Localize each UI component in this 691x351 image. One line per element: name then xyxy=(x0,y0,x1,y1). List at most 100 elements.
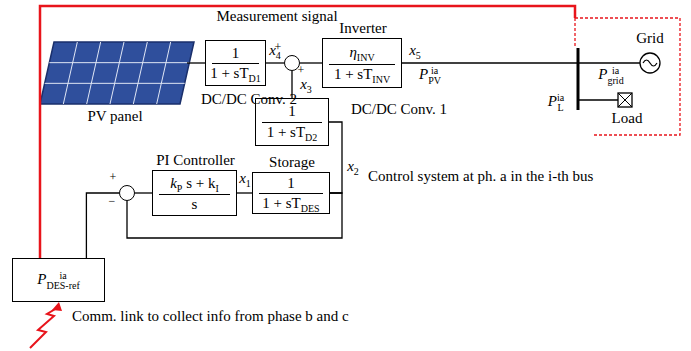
text-line: 1 + sTDES xyxy=(253,195,329,217)
block-text: P xyxy=(177,183,183,194)
load-symbol xyxy=(618,93,632,107)
text-line: + xyxy=(108,171,118,184)
label: Measurement signal xyxy=(212,8,342,25)
bus-bar xyxy=(577,48,580,110)
label-text: PV panel xyxy=(87,108,142,124)
label: Piagrid xyxy=(586,66,636,86)
fraction-bar xyxy=(159,194,230,195)
text-line: 1 + sTD2 xyxy=(256,124,328,146)
block-text: 1 + sT xyxy=(267,124,305,140)
block-text: k xyxy=(170,175,177,191)
label-text: x xyxy=(300,76,307,92)
block-text: s + k xyxy=(182,175,215,191)
block-text: INV xyxy=(372,74,390,85)
block-text: + xyxy=(110,170,117,184)
block-text: INV xyxy=(357,52,375,63)
fraction-bar xyxy=(262,122,322,123)
block-text: + xyxy=(298,63,305,77)
label-text: Load xyxy=(612,110,643,126)
block-text: D1 xyxy=(249,73,261,84)
text-line: DC/DC Conv. 2 xyxy=(201,91,271,108)
label-text: 4 xyxy=(276,50,281,61)
label-text: x xyxy=(239,170,246,186)
label-text: P xyxy=(548,93,557,109)
grid-source xyxy=(640,53,660,73)
label-text: P xyxy=(419,66,428,82)
text-line: 1 + sTD1 xyxy=(206,65,265,87)
label: Load xyxy=(605,110,649,127)
text-line: kP s + kI xyxy=(153,175,236,197)
label: Comm. link to collect info from phase b … xyxy=(72,308,272,325)
label: PV panel xyxy=(70,108,160,125)
label-text: 1 xyxy=(246,178,251,189)
label: x4 xyxy=(266,42,284,64)
label: PiaPV xyxy=(410,66,450,86)
text-line: DC/DC Conv. 1 xyxy=(351,101,409,118)
comm-dotted xyxy=(575,18,680,135)
label-text: ia xyxy=(608,66,624,76)
label-text: 5 xyxy=(416,50,421,61)
script-stack: iaL xyxy=(557,93,564,113)
block-text: DC/DC Conv. 2 xyxy=(201,91,297,107)
text-line: PiaDES-ref xyxy=(13,271,104,291)
signal-line xyxy=(86,193,119,258)
label-text: ia xyxy=(557,93,564,103)
comm-line xyxy=(40,6,575,258)
summing-junction: +− xyxy=(119,185,135,201)
label-text: ia xyxy=(428,66,441,76)
script-stack: iaDES-ref xyxy=(46,271,79,291)
block-text: D2 xyxy=(305,132,317,143)
text-line: − xyxy=(107,195,117,208)
text-line: 1 xyxy=(206,45,265,62)
block-text: DES xyxy=(301,203,320,214)
signal-line xyxy=(237,192,252,193)
comm-dotted xyxy=(574,18,575,48)
reference-block: PiaDES-ref xyxy=(12,258,105,302)
block-text: P xyxy=(37,271,46,287)
block-text: 1 xyxy=(232,45,240,61)
text-line: PI Controller xyxy=(143,152,248,169)
block-text: 1 + sT xyxy=(334,66,372,82)
sine-symbol xyxy=(643,60,657,66)
block-text: PI Controller xyxy=(156,152,235,168)
transfer-block: 11 + sTD1DC/DC Conv. 2 xyxy=(205,40,266,86)
block-text: 1 + sT xyxy=(262,195,300,211)
block-text: Inverter xyxy=(339,20,386,36)
block-text: DES-ref xyxy=(46,281,79,291)
block-text: ia xyxy=(46,271,79,281)
load-cross xyxy=(618,93,632,107)
fraction-bar xyxy=(329,64,395,65)
label: x2 xyxy=(344,158,362,180)
lightning-symbol xyxy=(30,308,57,348)
text-line: ηINV xyxy=(323,44,401,66)
block-text: 1 + sT xyxy=(210,65,248,81)
block-text: 1 xyxy=(288,103,296,119)
wire xyxy=(578,99,618,100)
label-text: Grid xyxy=(636,30,664,46)
block-text: 1 xyxy=(287,175,295,191)
signal-line xyxy=(266,62,284,63)
label-text: Comm. link to collect info from phase b … xyxy=(72,308,349,324)
script-stack: iaPV xyxy=(428,66,441,86)
label-text: 3 xyxy=(307,84,312,95)
label-text: P xyxy=(598,66,607,82)
wire xyxy=(402,62,578,63)
text-line: Storage xyxy=(248,154,336,171)
text-line: 1 xyxy=(253,175,329,192)
block-text: Storage xyxy=(269,154,315,170)
label: x1 xyxy=(237,170,253,192)
fraction-bar xyxy=(212,63,259,64)
wire xyxy=(578,62,640,63)
pv-cell-grid xyxy=(45,42,190,104)
text-line: 1 xyxy=(256,103,328,120)
text-line: + xyxy=(296,64,306,77)
label-text: x xyxy=(269,42,276,58)
block-text: η xyxy=(349,44,356,60)
signal-line xyxy=(329,122,342,193)
block-text: I xyxy=(215,183,218,194)
transfer-block: 11 + sTD2DC/DC Conv. 1 xyxy=(255,98,329,146)
inverter-block: InverterηINV1 + sTINV xyxy=(322,38,402,88)
label-text: L xyxy=(557,103,564,113)
label-text: grid xyxy=(608,76,624,86)
